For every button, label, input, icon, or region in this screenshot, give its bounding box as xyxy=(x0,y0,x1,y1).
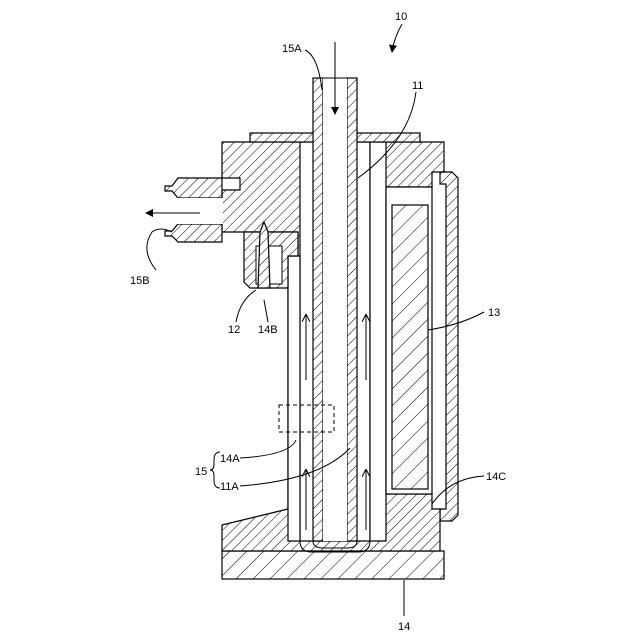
ref-15: 15 xyxy=(195,466,207,478)
brace-15 xyxy=(210,452,220,488)
ref-12: 12 xyxy=(228,324,240,336)
annular-channel xyxy=(370,142,386,541)
ref-15a: 15A xyxy=(282,43,302,55)
inner-tube-11-right-wall xyxy=(347,78,357,541)
annular-channel-left xyxy=(288,256,300,541)
ref-15b: 15B xyxy=(130,275,150,287)
inner-tube-bore xyxy=(323,78,347,541)
ref-14b: 14B xyxy=(258,324,278,336)
ref-14a: 14A xyxy=(220,453,240,465)
leader-10 xyxy=(392,24,402,52)
leader-14b xyxy=(264,300,268,322)
base-plate-14 xyxy=(222,551,444,579)
ref-11: 11 xyxy=(412,80,423,92)
outlet-nozzle-15b-lower xyxy=(165,224,222,242)
sensor-probe-14b xyxy=(258,222,270,288)
heater-13 xyxy=(392,205,428,489)
outlet-nozzle-15b xyxy=(165,178,222,198)
ref-13: 13 xyxy=(488,307,500,319)
ref-14c: 14C xyxy=(486,471,506,483)
inner-tube-11-left-wall xyxy=(313,78,323,541)
ref-10: 10 xyxy=(395,11,407,23)
ref-14: 14 xyxy=(398,621,410,633)
outlet-bore xyxy=(165,198,223,224)
ref-11a: 11A xyxy=(220,481,239,493)
leader-12 xyxy=(236,290,256,322)
outer-cover-14c xyxy=(440,172,458,521)
